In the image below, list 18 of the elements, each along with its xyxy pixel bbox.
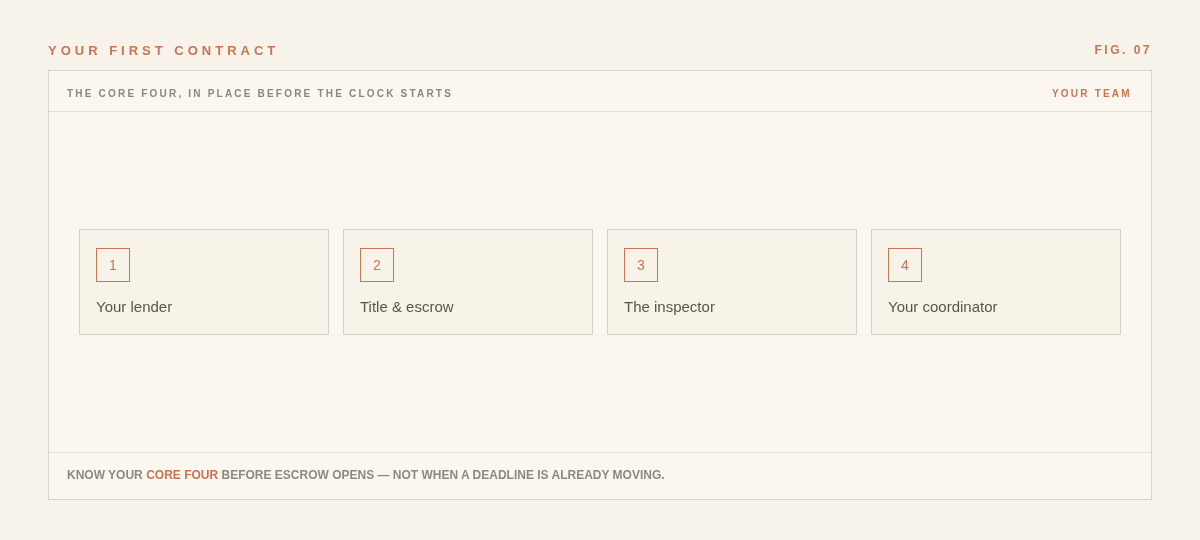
card-label: Title & escrow — [360, 298, 454, 315]
step-number: 2 — [360, 248, 394, 282]
card-label: Your coordinator — [888, 298, 998, 315]
panel-heading: THE CORE FOUR, IN PLACE BEFORE THE CLOCK STARTS — [67, 88, 453, 99]
footer-note: KNOW YOUR CORE FOUR BEFORE ESCROW OPENS — NOT WHEN A DEADLINE IS ALREADY MOVING. — [67, 468, 665, 482]
card-label: The inspector — [624, 298, 715, 315]
figure-title: YOUR FIRST CONTRACT — [48, 43, 280, 58]
team-card — [343, 229, 593, 335]
panel-tag: YOUR TEAM — [1052, 88, 1132, 99]
card-label: Your lender — [96, 298, 173, 315]
team-card — [871, 229, 1121, 335]
figure-number: FIG. 07 — [1094, 43, 1152, 57]
team-panel — [48, 70, 1152, 500]
team-card — [607, 229, 857, 335]
step-number: 3 — [624, 248, 658, 282]
step-number: 4 — [888, 248, 922, 282]
team-card — [79, 229, 329, 335]
step-number: 1 — [96, 248, 130, 282]
